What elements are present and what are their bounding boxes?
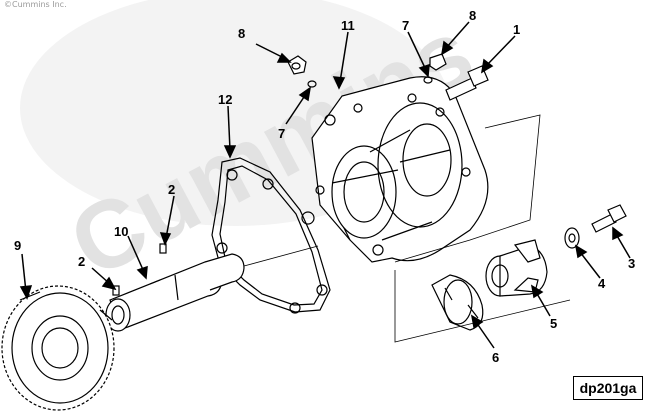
callout-7-left: 7 — [278, 126, 285, 141]
callout-11: 11 — [341, 18, 355, 33]
callout-3: 3 — [628, 256, 635, 271]
figure-id-label: dp201ga — [573, 376, 643, 400]
copyright-notice: ©Cummins Inc. — [4, 0, 67, 9]
callout-8-left: 8 — [238, 26, 245, 41]
callout-10: 10 — [114, 224, 128, 239]
plug-part-8-left — [287, 55, 307, 75]
callout-8-right: 8 — [469, 8, 476, 23]
oring-part-7-left — [307, 80, 317, 88]
bolt-part-3 — [591, 204, 627, 233]
callout-6: 6 — [492, 350, 499, 365]
plug-part-8-right — [429, 53, 447, 71]
washer-part-4 — [564, 227, 580, 249]
callout-7-right: 7 — [402, 18, 409, 33]
callout-4: 4 — [598, 276, 606, 291]
callout-2-upper: 2 — [168, 182, 175, 197]
coupling-part-5 — [485, 239, 548, 297]
callout-1: 1 — [513, 22, 520, 37]
callout-9: 9 — [14, 238, 21, 253]
callout-2-lower: 2 — [78, 254, 85, 269]
shaft-part-10 — [105, 245, 319, 332]
pin-part-2-lower — [112, 285, 120, 296]
gear-part-9 — [1, 285, 115, 411]
callout-5: 5 — [550, 316, 557, 331]
plate-part-6 — [394, 270, 571, 343]
callout-12: 12 — [218, 92, 232, 107]
pin-part-2-upper — [159, 243, 167, 254]
housing-part-11 — [311, 76, 541, 263]
callout-labels: 1 2 2 3 4 5 6 7 7 8 8 9 10 11 12 — [14, 8, 635, 365]
gasket-part-12 — [211, 157, 331, 314]
leader-arrows — [19, 21, 631, 349]
